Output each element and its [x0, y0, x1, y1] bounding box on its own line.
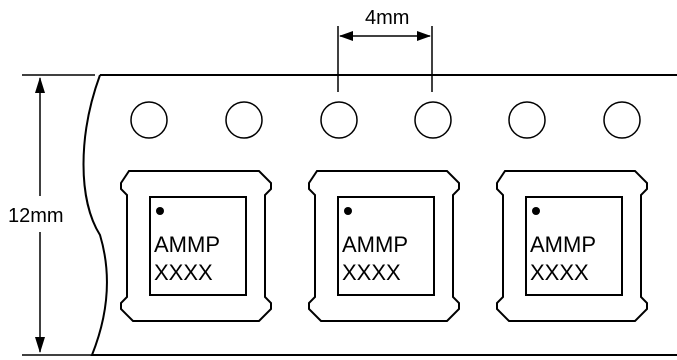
component-pocket: AMMP XXXX — [308, 170, 460, 322]
sprocket-hole — [508, 101, 546, 139]
pitch-label: 4mm — [365, 7, 409, 29]
component-pocket: AMMP XXXX — [496, 170, 648, 322]
height-label: 12mm — [8, 205, 64, 227]
height-arrow-bottom — [35, 337, 45, 353]
sprocket-hole — [603, 101, 641, 139]
component-body — [149, 196, 247, 296]
sprocket-hole — [225, 101, 263, 139]
pitch-arrow-left — [339, 31, 353, 41]
sprocket-hole — [320, 101, 358, 139]
carrier-tape-outline — [82, 74, 677, 356]
pin1-indicator-dot — [344, 207, 352, 215]
component-marking-line1: AMMP — [342, 232, 408, 257]
sprocket-holes — [130, 101, 641, 139]
component-body — [525, 196, 623, 296]
pocket-outline — [496, 170, 648, 322]
sprocket-hole — [414, 101, 452, 139]
component-marking-line2: XXXX — [530, 260, 589, 285]
pin1-indicator-dot — [532, 207, 540, 215]
component-marking-line1: AMMP — [530, 232, 596, 257]
pitch-dimension: 4mm — [337, 7, 433, 92]
component-marking-line2: XXXX — [342, 260, 401, 285]
pocket-outline — [120, 170, 272, 322]
sprocket-hole — [130, 101, 168, 139]
height-arrow-top — [35, 77, 45, 93]
component-marking-line1: AMMP — [154, 232, 220, 257]
height-dimension: 12mm — [8, 74, 95, 356]
pitch-arrow-right — [417, 31, 431, 41]
component-pocket: AMMP XXXX — [120, 170, 272, 322]
component-body — [337, 196, 435, 296]
pocket-outline — [308, 170, 460, 322]
pin1-indicator-dot — [156, 207, 164, 215]
component-marking-line2: XXXX — [154, 260, 213, 285]
